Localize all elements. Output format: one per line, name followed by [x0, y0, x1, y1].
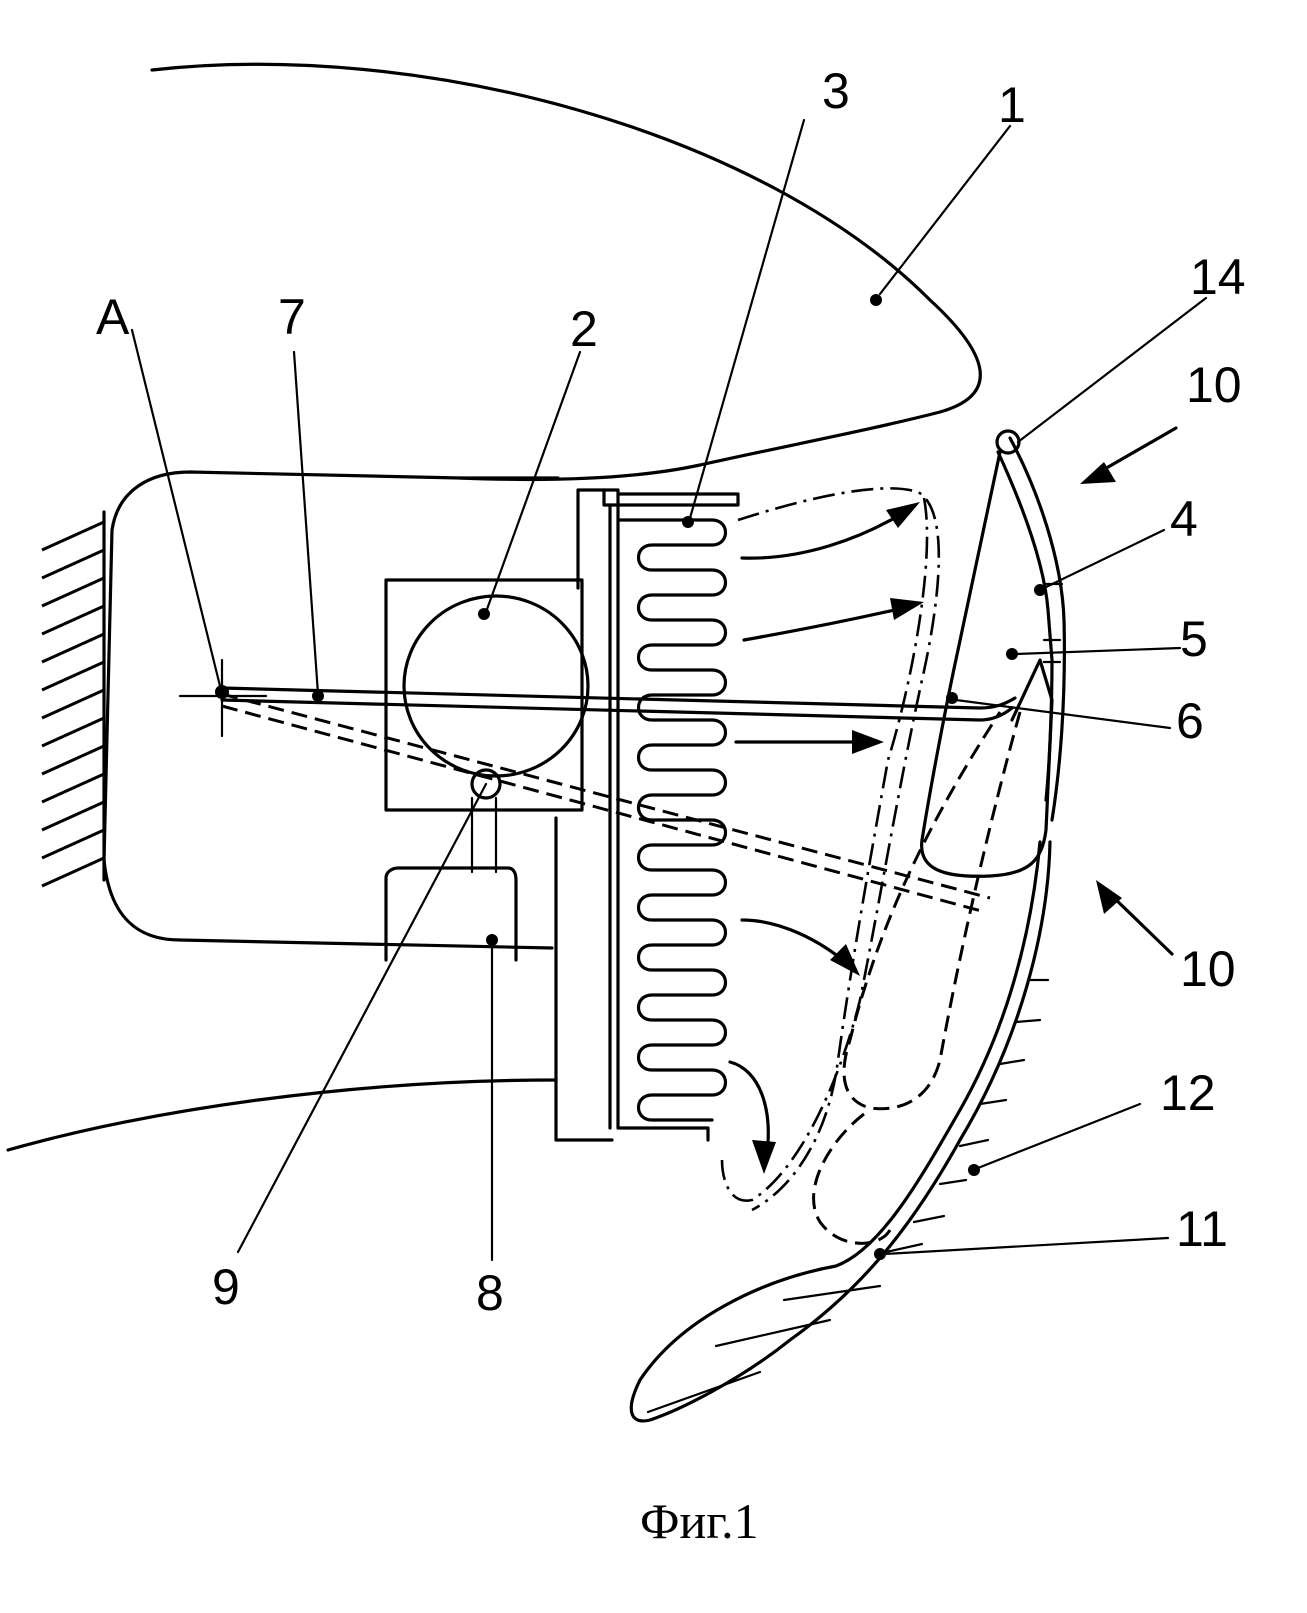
- label-11: 11: [1176, 1201, 1228, 1257]
- label-7: 7: [278, 289, 306, 345]
- label-14: 14: [1190, 249, 1246, 305]
- label-4: 4: [1170, 491, 1198, 547]
- label-1: 1: [998, 77, 1026, 133]
- label-10-bottom: 10: [1180, 941, 1236, 997]
- flap-alt-lower: [814, 1114, 890, 1243]
- exchanger-top-cap: [604, 490, 738, 505]
- label-9: 9: [212, 1259, 240, 1315]
- label-12: 12: [1160, 1065, 1216, 1121]
- label-3: 3: [822, 63, 850, 119]
- label-10-top: 10: [1186, 357, 1242, 413]
- housing: [104, 472, 558, 948]
- lower-contour: [8, 1080, 556, 1150]
- label-2: 2: [570, 301, 598, 357]
- heat-exchanger-fins-part-3: [620, 520, 726, 1120]
- flap-part-4: [998, 438, 1064, 820]
- upper-contour-part-1: [152, 64, 980, 465]
- lower-louver-part-12: [631, 842, 1050, 1421]
- flap-alt-position: [844, 712, 1020, 1109]
- lever-arm-alt-position: [222, 694, 990, 912]
- arrows-part-10: [1080, 428, 1176, 954]
- figure-caption: Фиг.1: [640, 1493, 759, 1549]
- wall-hatching: [42, 512, 104, 886]
- exchanger-frame: [556, 490, 708, 1140]
- label-a: A: [96, 289, 130, 345]
- label-5: 5: [1180, 611, 1208, 667]
- label-8: 8: [476, 1265, 504, 1321]
- label-6: 6: [1176, 693, 1204, 749]
